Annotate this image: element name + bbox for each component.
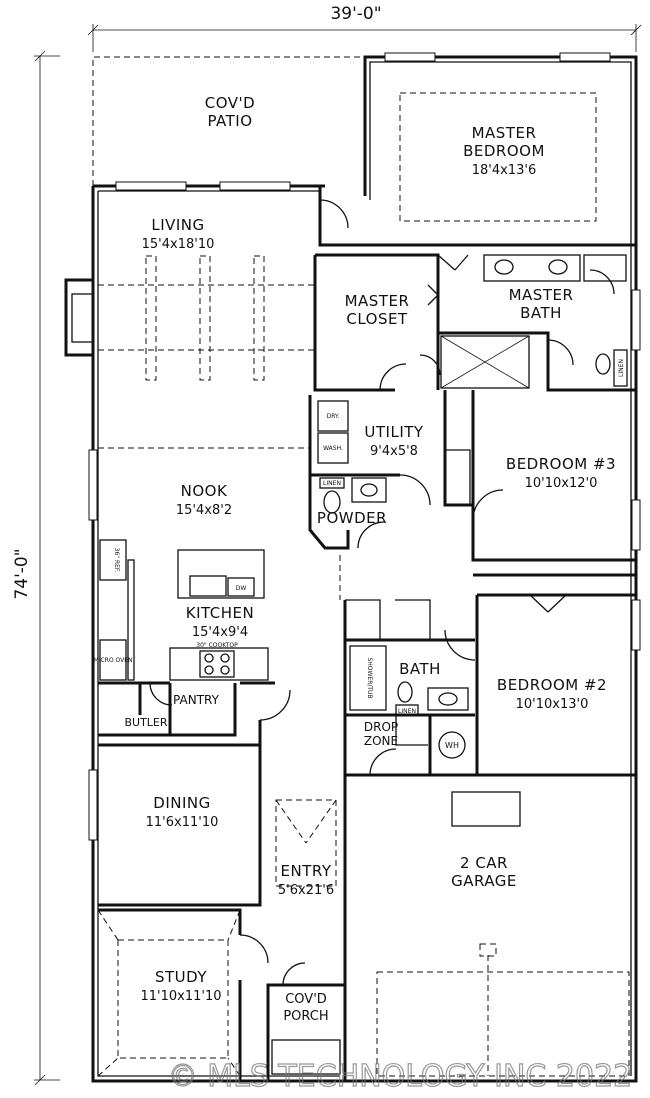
butler-label: BUTLER <box>124 716 167 729</box>
exterior-walls <box>64 55 638 1083</box>
drop-zone-label-2: ZONE <box>364 734 398 748</box>
bedroom2-size: 10'10x13'0 <box>516 697 589 712</box>
master-bath-label-1: MASTER <box>509 286 574 304</box>
linen-master-label: LINEN <box>618 359 625 377</box>
fixture-labels: DRY. WASH. LINEN LINEN LINEN 36" REF. DW… <box>94 359 625 750</box>
interior-walls <box>97 92 636 1081</box>
nook-label: NOOK <box>181 482 228 500</box>
bedroom3-label: BEDROOM #3 <box>506 455 616 473</box>
dimension-depth: 74'-0" <box>8 50 60 1086</box>
master-bedroom-label-1: MASTER <box>472 124 537 142</box>
living-size: 15'4x18'10 <box>142 237 215 252</box>
master-bath-label-2: BATH <box>520 304 562 322</box>
master-bedroom-size: 18'4x13'6 <box>472 163 536 178</box>
overall-width-label: 39'-0" <box>330 4 381 24</box>
cooktop-label: 30" COOKTOP <box>196 642 238 649</box>
dishwasher-label: DW <box>236 585 247 592</box>
garage-label-1: 2 CAR <box>460 854 508 872</box>
master-closet-label-2: CLOSET <box>346 310 408 328</box>
dimension-width: 39'-0" <box>87 2 642 52</box>
powder-label: POWDER <box>317 509 387 527</box>
linen-bath-label: LINEN <box>398 708 416 715</box>
pantry-label: PANTRY <box>173 693 220 707</box>
dining-size: 11'6x11'10 <box>146 815 219 830</box>
dining-label: DINING <box>153 794 210 812</box>
kitchen-label: KITCHEN <box>186 604 255 622</box>
water-heater-label: WH <box>445 741 459 750</box>
watermark: © MLS TECHNOLOGY INC 2022 <box>168 1059 633 1094</box>
overall-depth-label: 74'-0" <box>12 548 32 599</box>
entry-size: 5'6x21'6 <box>278 883 334 898</box>
linen-powder-label: LINEN <box>323 480 341 487</box>
tub-label: SHOWER/TUB <box>366 657 373 698</box>
living-label: LIVING <box>151 216 204 234</box>
utility-size: 9'4x5'8 <box>370 444 418 459</box>
master-bedroom-label-2: BEDROOM <box>463 142 545 160</box>
kitchen-size: 15'4x9'4 <box>192 625 248 640</box>
room-labels: COV'D PATIO MASTER BEDROOM 18'4x13'6 LIV… <box>124 94 616 1024</box>
study-size: 11'10x11'10 <box>140 989 221 1004</box>
bath-label: BATH <box>399 660 441 678</box>
master-closet-label-1: MASTER <box>345 292 410 310</box>
dryer-label: DRY. <box>327 413 340 420</box>
bedroom2-label: BEDROOM #2 <box>497 676 607 694</box>
porch-label-2: PORCH <box>283 1009 328 1024</box>
ref-label: 36" REF. <box>113 548 120 573</box>
windows <box>88 52 641 841</box>
patio-label-2: PATIO <box>207 112 252 130</box>
drop-zone-label-1: DROP <box>364 720 398 734</box>
study-label: STUDY <box>155 968 207 986</box>
utility-label: UTILITY <box>364 423 424 441</box>
bedroom3-size: 10'10x12'0 <box>525 476 598 491</box>
porch-label-1: COV'D <box>285 992 327 1007</box>
garage-label-2: GARAGE <box>451 872 517 890</box>
nook-size: 15'4x8'2 <box>176 503 232 518</box>
entry-label: ENTRY <box>281 862 332 880</box>
patio-label-1: COV'D <box>205 94 255 112</box>
washer-label: WASH. <box>323 445 343 452</box>
micro-oven-label: MICRO OVEN <box>94 657 133 664</box>
